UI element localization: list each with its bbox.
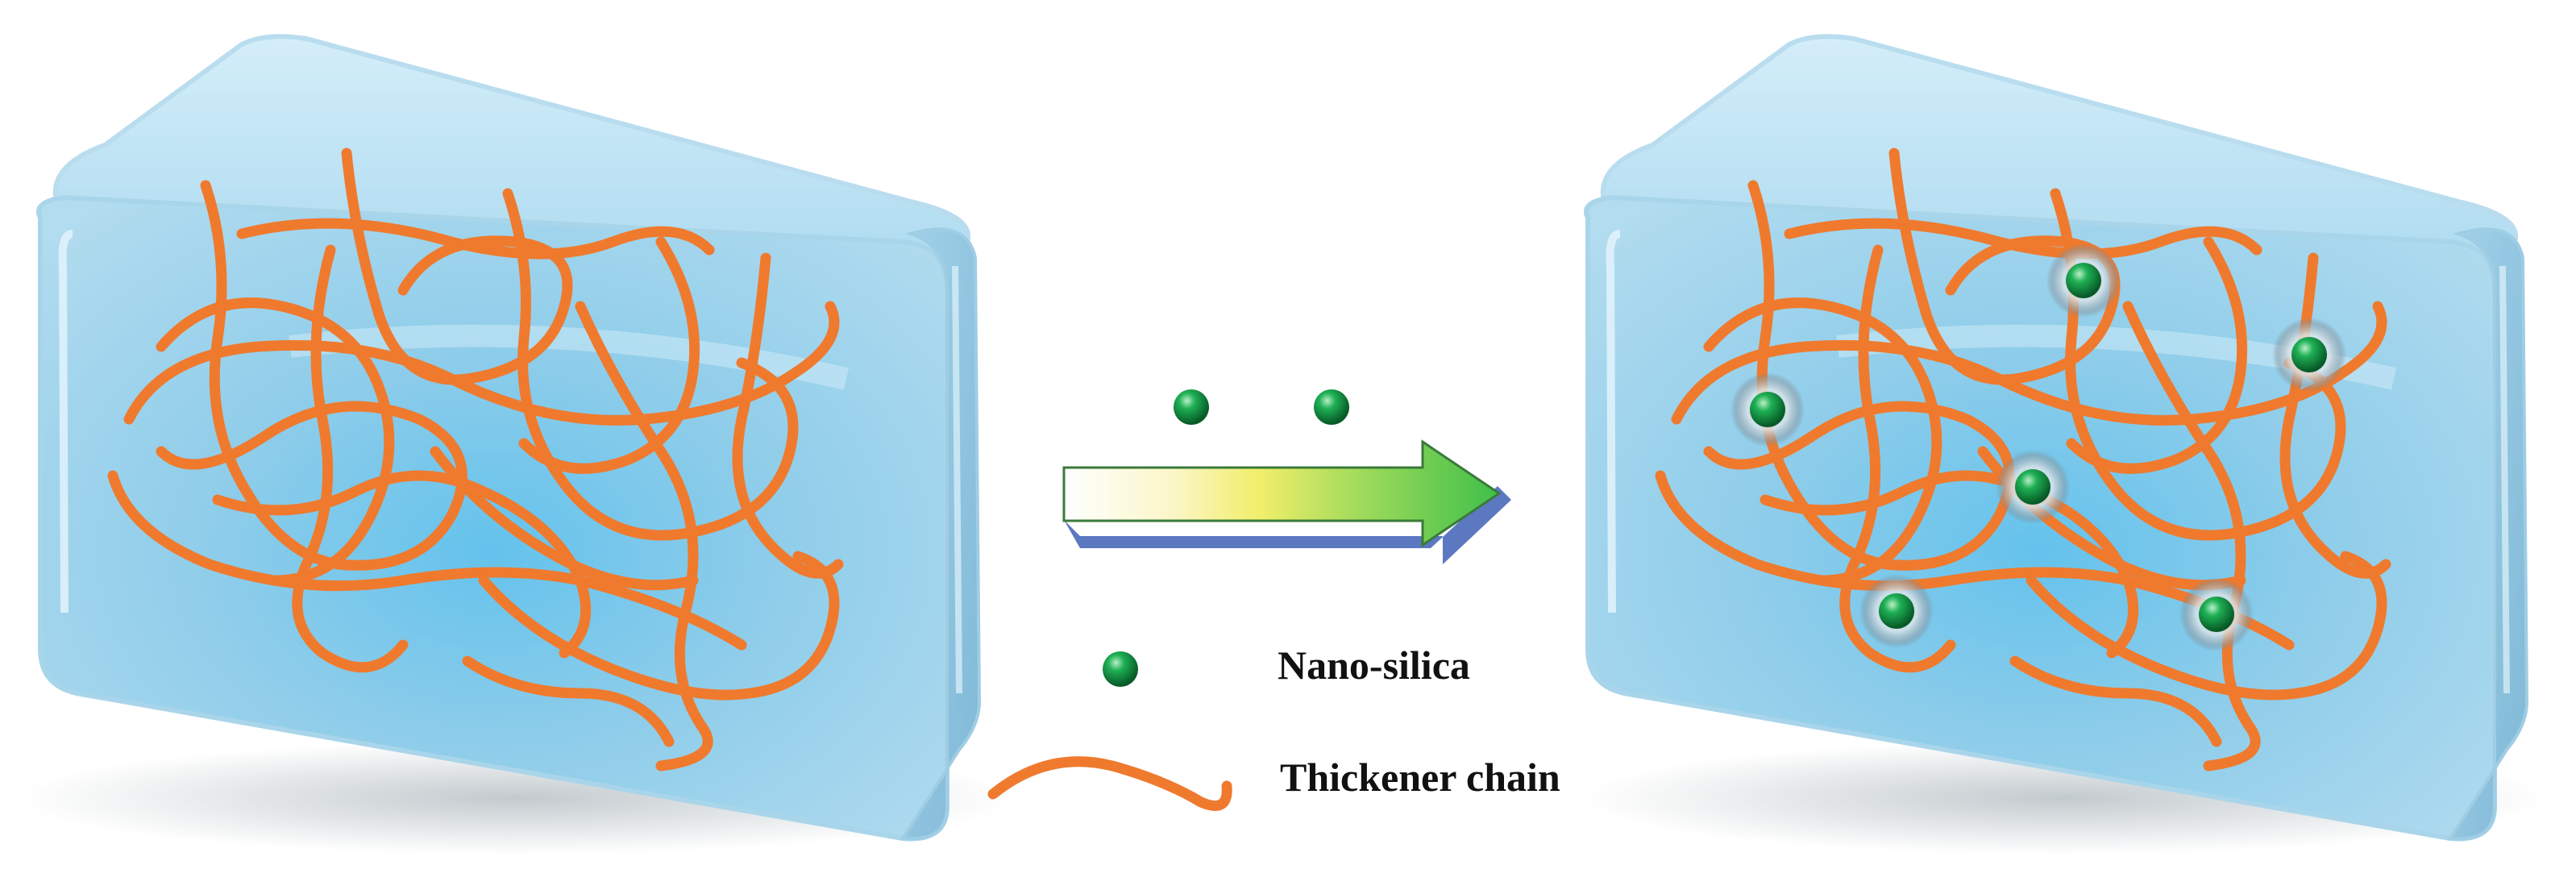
thickener-chain <box>2025 551 2387 701</box>
thickener-chain <box>212 470 592 659</box>
legend-label-thickener-chain: Thickener chain <box>1280 755 1560 800</box>
legend-label-nano-silica: Nano-silica <box>1278 643 1470 688</box>
thickener-chain <box>107 470 747 651</box>
thickener-chain <box>518 236 700 474</box>
nano-silica-particle-icon <box>1750 392 1785 427</box>
nano-silica-particle-icon <box>2066 263 2101 298</box>
nano-silica-particle-icon <box>2291 337 2327 372</box>
bound-nano-silica-particles <box>1730 243 2346 651</box>
thickener-chain <box>123 301 840 426</box>
thickener-chain <box>732 252 844 579</box>
thickener-chain <box>156 297 395 586</box>
nano-silica-particle-icon <box>2199 597 2234 632</box>
thickener-chain <box>575 301 713 771</box>
thickener-chain <box>236 218 715 260</box>
nano-silica-particle-icon <box>2015 469 2050 505</box>
thickener-chain <box>502 188 799 541</box>
nano-silica-particle-icon <box>1879 593 1914 629</box>
process-arrow-icon <box>1062 439 1511 564</box>
thickener-chain <box>292 244 409 673</box>
thickener-chain <box>462 655 675 747</box>
nano-silica-particle-icon <box>1103 651 1138 687</box>
legend <box>987 651 1232 811</box>
thickener-chain <box>1671 301 2387 426</box>
thickener-chain <box>1703 297 1942 586</box>
left-thickener-network <box>107 148 844 771</box>
thickener-chain-icon <box>987 756 1232 811</box>
thickener-chain <box>2009 655 2222 747</box>
left-gel-box <box>16 34 1016 855</box>
thickener-chain <box>2050 188 2346 541</box>
nano-silica-particle-icon <box>1314 389 1349 425</box>
nano-silica-particle-icon <box>1174 389 1209 425</box>
thickener-chain <box>478 551 840 701</box>
right-gel-box <box>1580 34 2547 855</box>
thickener-chain <box>1839 244 1956 673</box>
thickener-chain <box>2066 236 2248 474</box>
free-nano-silica-particles <box>1174 389 1349 425</box>
